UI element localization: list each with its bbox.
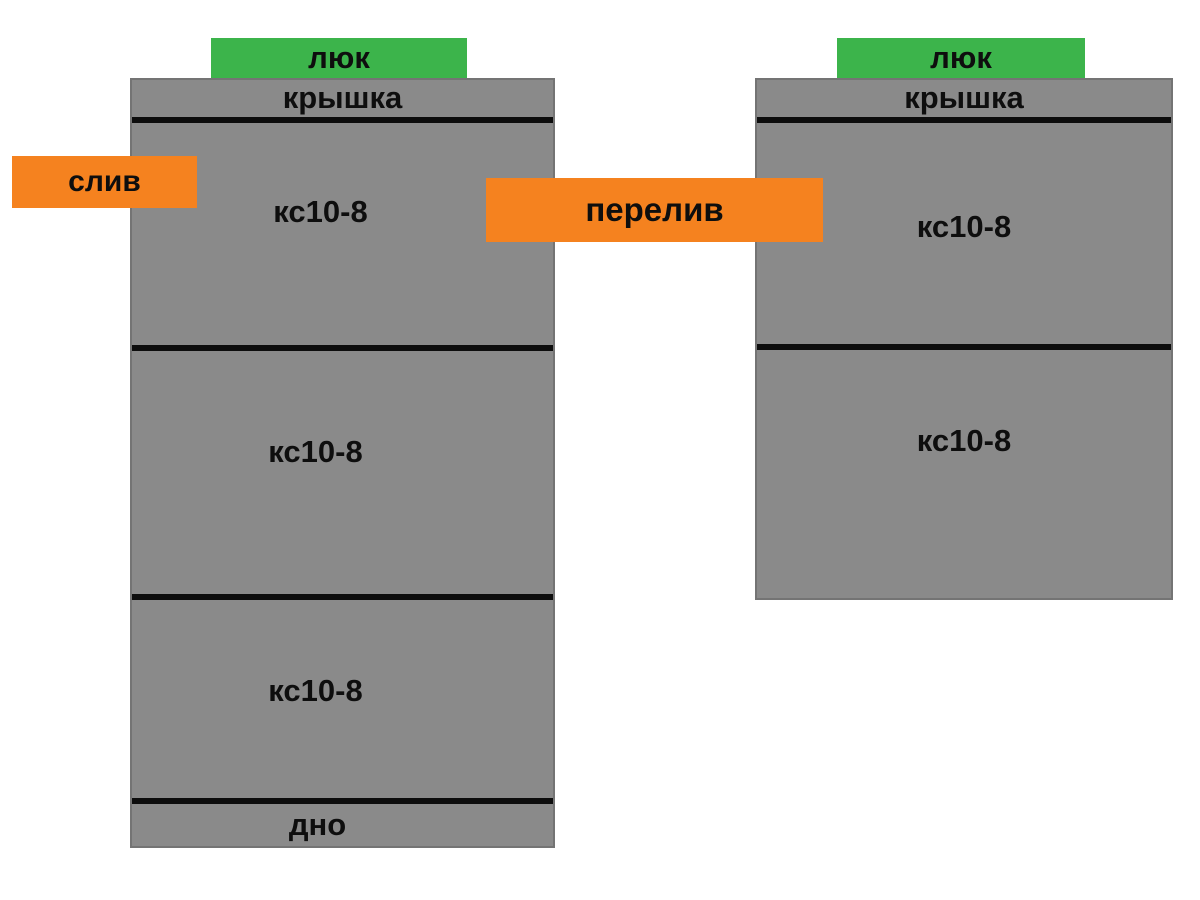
right-ring-2: кс10-8	[757, 350, 1171, 598]
left-cover-label: крышка	[282, 80, 403, 115]
left-ring-2-label: кс10-8	[268, 433, 363, 469]
right-cover-band: крышка	[757, 80, 1171, 123]
right-hatch-label: люк	[837, 38, 1085, 78]
left-well-body: крышка кс10-8 кс10-8 кс10-8 дно	[130, 78, 555, 848]
right-ring-2-label: кс10-8	[916, 422, 1012, 458]
right-ring-1-label: кс10-8	[916, 208, 1012, 244]
left-ring-1: кс10-8	[132, 123, 553, 351]
right-cover-label: крышка	[904, 80, 1024, 115]
overflow-pipe-label: перелив	[486, 178, 823, 242]
left-cover-band: крышка	[132, 80, 553, 123]
left-ring-1-label: кс10-8	[273, 193, 368, 229]
left-bottom-band: дно	[132, 804, 553, 846]
left-ring-3-label: кс10-8	[268, 673, 363, 709]
drain-pipe-label: слив	[12, 156, 197, 208]
left-bottom-label: дно	[288, 807, 347, 842]
left-ring-2: кс10-8	[132, 351, 553, 600]
right-well-body: крышка кс10-8 кс10-8	[755, 78, 1173, 600]
left-hatch-label: люк	[211, 38, 467, 78]
right-ring-1: кс10-8	[757, 123, 1171, 350]
left-ring-3: кс10-8	[132, 600, 553, 804]
